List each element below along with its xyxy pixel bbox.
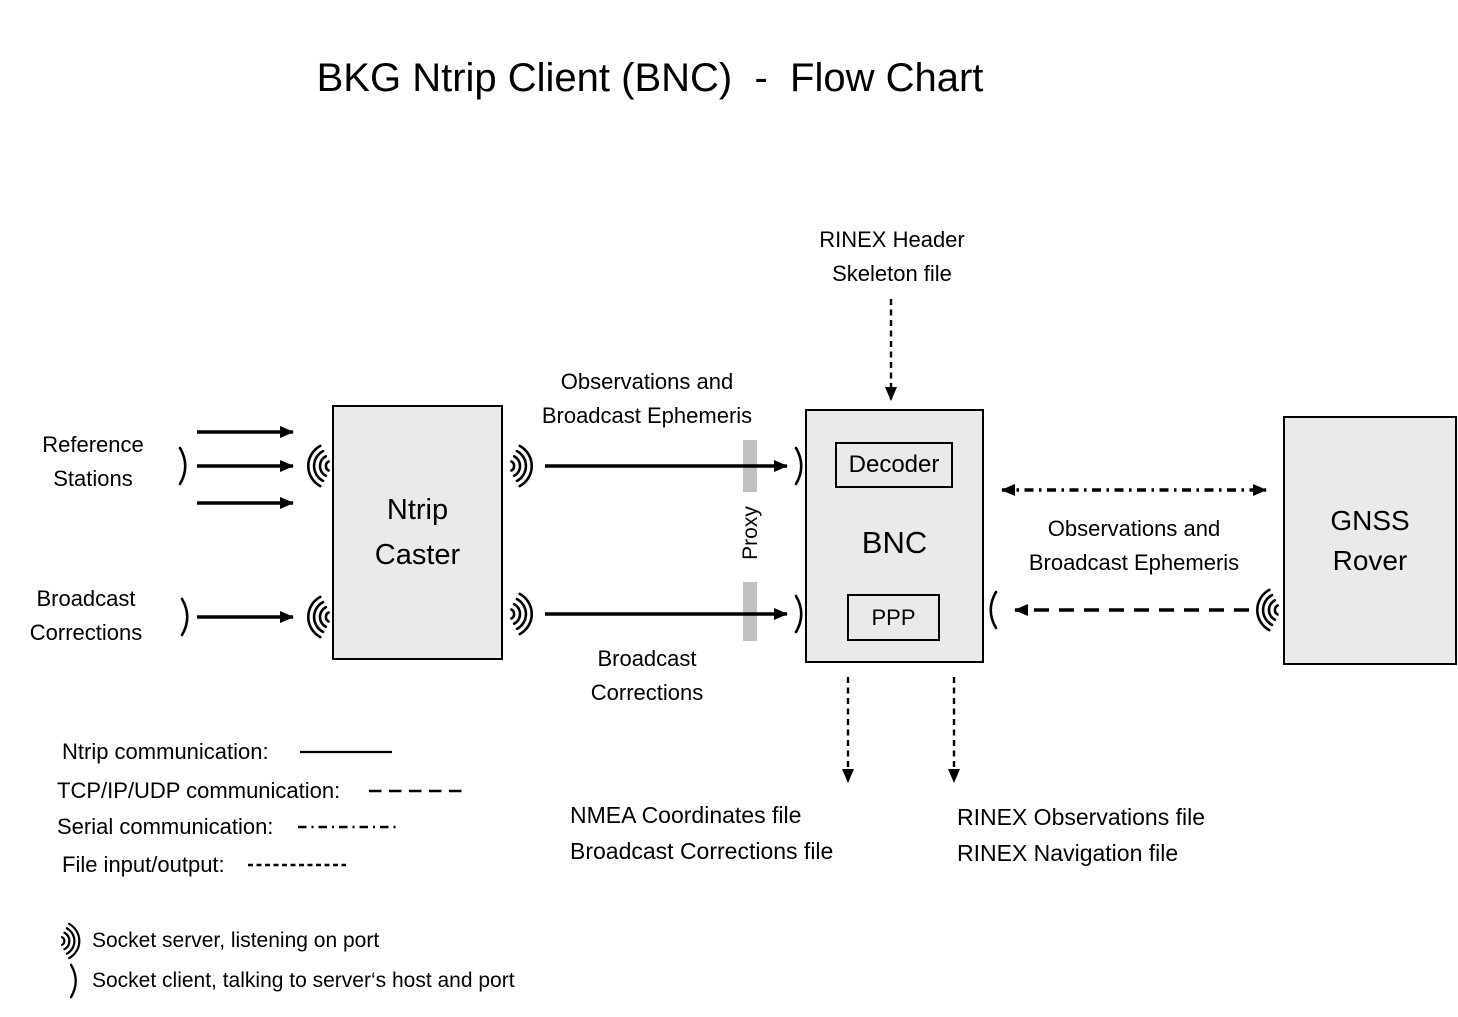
gnss-rover-label-line1: GNSS [1330,504,1410,536]
socket-server-icon-caster-right-bottom [510,592,534,636]
label-observations-ephemeris-right: Observations and Broadcast Ephemeris [1028,516,1240,575]
bnc-label: BNC [861,525,928,560]
socket-client-icon-bnc-left-top [794,446,803,486]
legend-label-ntrip: Ntrip communication: [62,739,269,764]
socket-client-icon-broadcast-corrections [180,597,189,637]
label-proxy: Proxy [739,506,762,560]
label-reference-stations: Reference Stations [42,432,144,491]
ntrip-caster-label-line2: Caster [374,538,461,571]
label-rinex-output-files: RINEX Observations file RINEX Navigation… [957,804,1205,866]
label-broadcast-corrections-mid: Broadcast Corrections [590,646,704,705]
node-bnc: Decoder BNC PPP [805,409,984,663]
socket-server-icon-caster-right-top [510,444,534,488]
gnss-rover-label-line2: Rover [1332,544,1408,576]
label-broadcast-corrections-input: Broadcast Corrections [29,586,143,645]
decoder-label: Decoder [848,451,940,478]
node-decoder: Decoder [835,442,953,488]
socket-server-icon-caster-left-bottom [306,595,330,639]
label-rinex-header-skeleton: RINEX Header Skeleton file [819,227,965,286]
proxy-bar-bottom [743,582,757,641]
node-gnss-rover: GNSS Rover [1283,416,1457,665]
socket-server-icon-caster-left-top [306,444,330,488]
page-title: BKG Ntrip Client (BNC) - Flow Chart [316,56,984,100]
node-ntrip-caster: Ntrip Caster [332,405,503,660]
socket-client-icon-bnc-left-bottom [794,594,803,634]
node-ppp: PPP [847,594,940,641]
legend-label-serial: Serial communication: [57,814,274,839]
socket-client-icon-reference-stations [178,446,187,486]
legend-label-socket-client: Socket client, talking to server‘s host … [92,969,515,992]
legend-label-socket-server: Socket server, listening on port [92,929,380,952]
socket-client-icon-bnc-right [989,590,998,630]
socket-server-legend-icon [60,922,81,960]
ntrip-caster-label-line1: Ntrip [386,493,449,526]
socket-server-icon-rover [1255,588,1279,632]
ppp-label: PPP [871,604,916,630]
proxy-bar-top [743,440,757,492]
arrows-reference-stations-to-caster [197,426,294,509]
legend-label-file-io: File input/output: [62,852,225,877]
label-nmea-output-files: NMEA Coordinates file Broadcast Correcti… [570,802,834,864]
label-observations-ephemeris-left: Observations and Broadcast Ephemeris [541,369,753,428]
socket-client-legend-icon [69,963,77,999]
legend-label-tcp: TCP/IP/UDP communication: [57,778,341,803]
